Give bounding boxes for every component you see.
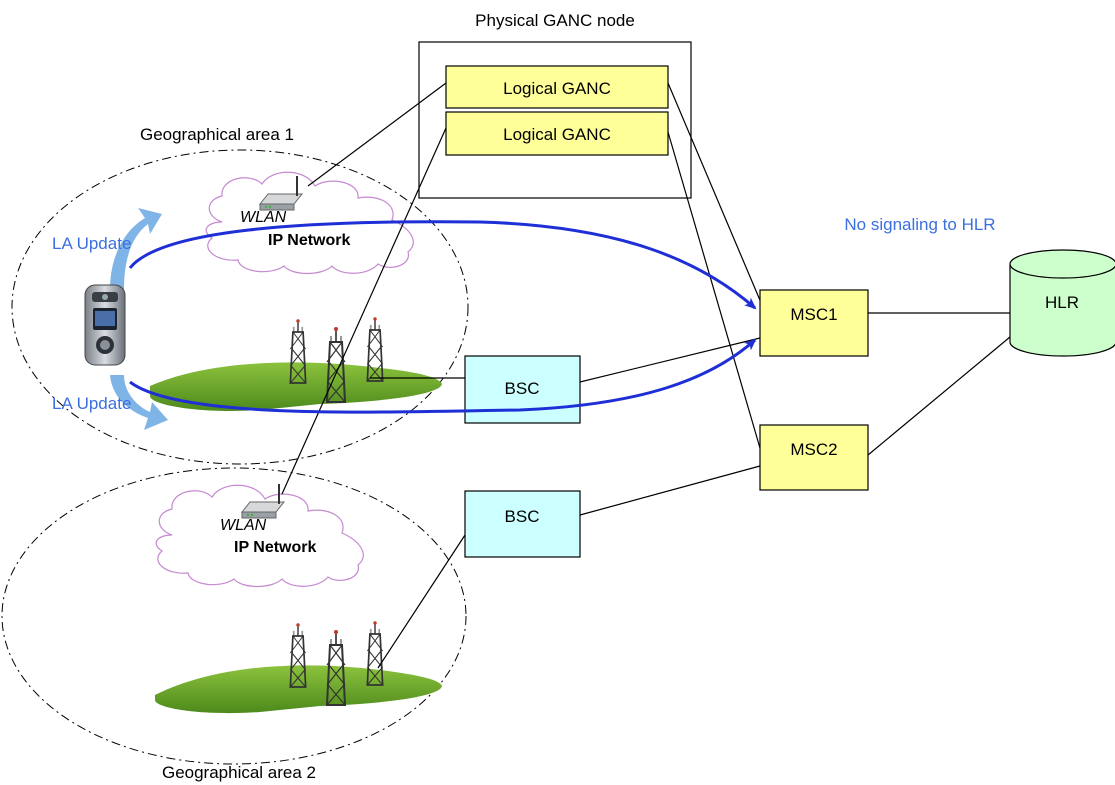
physical-ganc-title: Physical GANC node [475, 11, 635, 30]
la-update-label: LA Update [52, 234, 131, 253]
hlr-database [1009, 249, 1115, 357]
msc-box [759, 424, 869, 491]
wlan-label: WLAN [220, 517, 267, 534]
hlr-label: HLR [1045, 293, 1079, 312]
no-signaling-note: No signaling to HLR [844, 215, 995, 234]
ip-network-cloud [205, 171, 414, 275]
cell-site-2-ground [155, 665, 442, 714]
connection-lines [281, 82, 1011, 669]
ip-network-cloud [155, 484, 364, 588]
wlan-label: WLAN [240, 209, 287, 226]
bsc-label: BSC [505, 379, 540, 398]
msc-box [759, 289, 869, 357]
msc-label: MSC1 [790, 305, 837, 324]
msc-label: MSC2 [790, 440, 837, 459]
ip-network-label: IP Network [268, 232, 351, 249]
cell-site-1-ground [150, 362, 442, 411]
bsc-box [464, 490, 581, 558]
la-update-flow-arrow [129, 338, 757, 414]
la-update-arrow-icon [110, 208, 162, 290]
mobile-phone-icon [84, 284, 126, 366]
bsc-label: BSC [505, 507, 540, 526]
ip-network-label: IP Network [234, 539, 317, 556]
la-update-arrow-icon [110, 375, 168, 430]
logical-ganc-box [445, 65, 669, 109]
geo-area-1-boundary [11, 149, 469, 465]
physical-ganc-node [418, 41, 692, 199]
geo-area-2-label: Geographical area 2 [162, 763, 316, 782]
logical-ganc-label: Logical GANC [503, 79, 611, 98]
la-update-label: LA Update [52, 394, 131, 413]
logical-ganc-box [445, 111, 669, 156]
geo-area-2-boundary [1, 467, 467, 765]
la-update-flow-arrow [128, 220, 757, 310]
logical-ganc-label: Logical GANC [503, 125, 611, 144]
geo-area-1-label: Geographical area 1 [140, 125, 294, 144]
